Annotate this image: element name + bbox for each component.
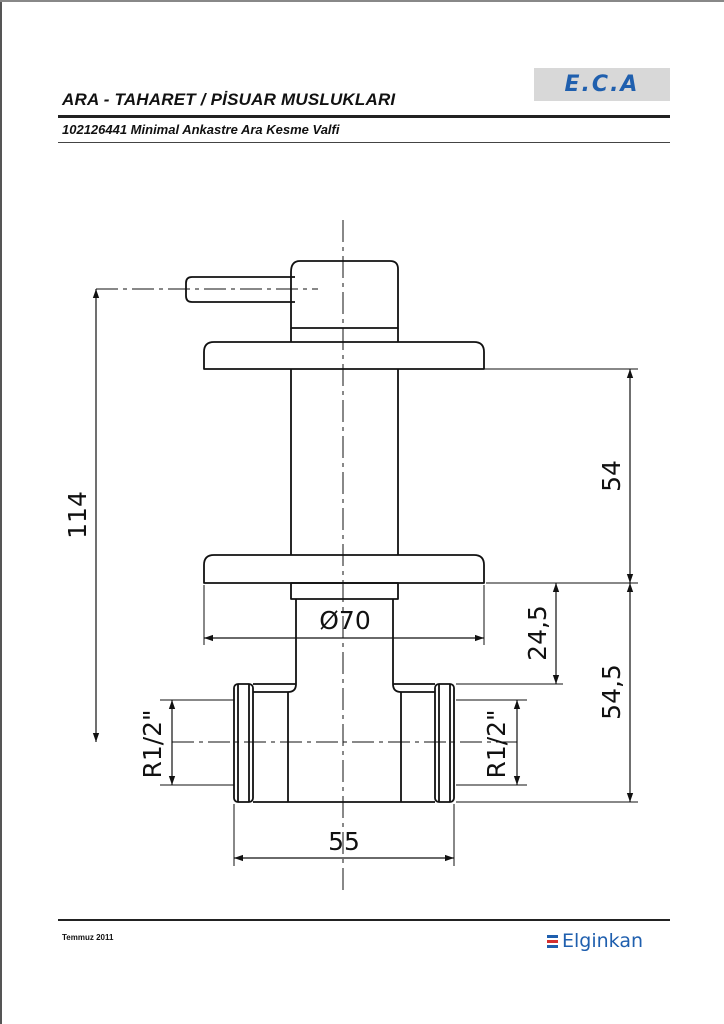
eca-brand-logo: E.C.A (534, 68, 670, 101)
valve-outline (185, 260, 485, 803)
dimension-labels: 114 54 54,5 24,5 Ø70 55 R1/2" R1/2" (63, 460, 626, 856)
elginkan-logo-text: Elginkan (562, 930, 644, 952)
product-title: 102126441 Minimal Ankastre Ara Kesme Val… (62, 122, 340, 137)
dim-spigot-offset-label: 24,5 (523, 605, 552, 661)
elginkan-logo: Elginkan (547, 930, 643, 952)
dim-total-height-label: 114 (63, 491, 92, 539)
elginkan-mark-icon (547, 934, 558, 948)
left-connection (233, 683, 254, 803)
right-connection (434, 683, 455, 803)
dim-upper-height-label: 54 (597, 460, 626, 492)
eca-logo-text: E.C.A (564, 72, 640, 97)
center-lines (96, 220, 517, 895)
page-border-top (0, 0, 724, 2)
subtitle-divider (58, 142, 670, 143)
dim-right-thread-label: R1/2" (482, 709, 511, 778)
dim-body-width-label: 55 (328, 827, 360, 856)
valve-body (253, 683, 435, 803)
dim-left-thread-label: R1/2" (138, 709, 167, 778)
category-title: ARA - TAHARET / PİSUAR MUSLUKLARI (62, 90, 396, 109)
extension-lines (160, 368, 638, 866)
handle-cap (290, 260, 399, 329)
top-flange (203, 341, 485, 370)
dim-lower-height-label: 54,5 (597, 664, 626, 720)
title-divider (58, 115, 670, 118)
dim-flange-diameter-label: Ø70 (319, 606, 371, 635)
flange-collar (290, 582, 399, 600)
page-border-left (0, 0, 2, 1024)
footer-date: Temmuz 2011 (62, 933, 114, 942)
lower-flange (203, 554, 485, 584)
dimension-lines (92, 289, 634, 862)
footer-divider (58, 919, 670, 921)
